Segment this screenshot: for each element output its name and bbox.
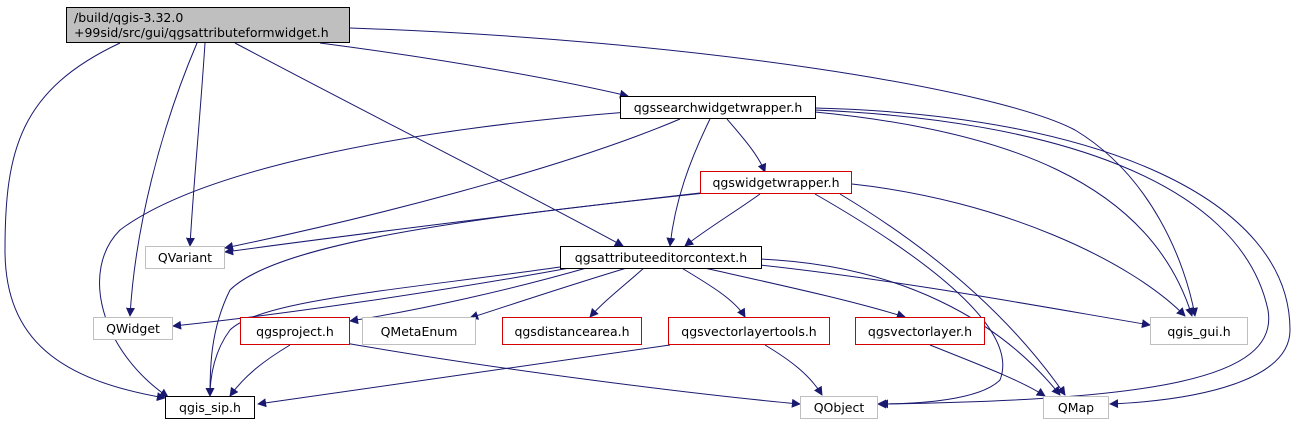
edge-search-qobject bbox=[814, 109, 1270, 409]
edge-root-context bbox=[234, 42, 624, 247]
edge-context-vlayer bbox=[699, 266, 906, 319]
edge-search-qmap bbox=[814, 107, 1291, 409]
edge-root-sip bbox=[4, 42, 166, 402]
node-qgis-sip[interactable]: qgis_sip.h bbox=[165, 396, 255, 419]
root-node: /build/qgis-3.32.0 +99sid/src/gui/qgsatt… bbox=[66, 7, 350, 43]
edge-vlayer-qmap bbox=[929, 344, 1046, 397]
node-qgsdistancearea[interactable]: qgsdistancearea.h bbox=[502, 317, 642, 345]
edge-search-context bbox=[666, 118, 711, 247]
edge-context-qwidget bbox=[172, 266, 576, 330]
edge-widget-qmap bbox=[839, 193, 1066, 396]
edge-root-gui bbox=[349, 27, 1199, 317]
edge-vltools-sip bbox=[257, 344, 671, 408]
node-qgsproject[interactable]: qgsproject.h bbox=[240, 317, 350, 345]
root-line-2: +99sid/src/gui/qgsattributeformwidget.h bbox=[74, 25, 329, 40]
edge-context-distance bbox=[589, 266, 646, 318]
node-qgsvectorlayertools[interactable]: qgsvectorlayertools.h bbox=[668, 317, 830, 345]
node-qgsvectorlayer[interactable]: qgsvectorlayer.h bbox=[855, 317, 985, 345]
edge-context-qmap bbox=[759, 258, 1061, 396]
node-qmetaenum: QMetaEnum bbox=[362, 317, 476, 345]
root-line-1: /build/qgis-3.32.0 bbox=[74, 10, 184, 25]
node-qmap: QMap bbox=[1043, 396, 1109, 419]
edge-widget-qobject bbox=[814, 193, 1004, 409]
node-qgis-gui: qgis_gui.h bbox=[1150, 317, 1248, 345]
edge-root-qvariant bbox=[185, 42, 206, 247]
edge-widget-context bbox=[684, 193, 761, 247]
edge-widget-sip bbox=[205, 192, 706, 397]
edge-context-sip bbox=[205, 266, 561, 397]
edge-context-project bbox=[349, 266, 591, 325]
edge-project-sip bbox=[229, 344, 291, 397]
node-qwidget: QWidget bbox=[93, 317, 173, 340]
node-qobject: QObject bbox=[800, 396, 878, 419]
edge-project-qobject bbox=[344, 342, 801, 408]
edge-search-gui bbox=[814, 111, 1194, 317]
edge-widget-gui bbox=[851, 183, 1186, 317]
edge-search-widget bbox=[726, 118, 767, 173]
edge-context-gui bbox=[759, 264, 1151, 329]
edge-search-qvariant bbox=[224, 118, 681, 251]
edge-context-vltools bbox=[679, 266, 746, 318]
edge-context-metaenum bbox=[469, 266, 631, 320]
edge-root-qwidget bbox=[125, 42, 198, 317]
node-qgsattributeeditorcontext[interactable]: qgsattributeeditorcontext.h bbox=[560, 246, 762, 269]
edge-root-search bbox=[319, 42, 629, 99]
edge-vltools-qobject bbox=[764, 344, 823, 396]
node-qvariant: QVariant bbox=[145, 246, 225, 269]
node-qgswidgetwrapper[interactable]: qgswidgetwrapper.h bbox=[700, 171, 852, 194]
node-qgssearchwidgetwrapper[interactable]: qgssearchwidgetwrapper.h bbox=[620, 96, 816, 119]
